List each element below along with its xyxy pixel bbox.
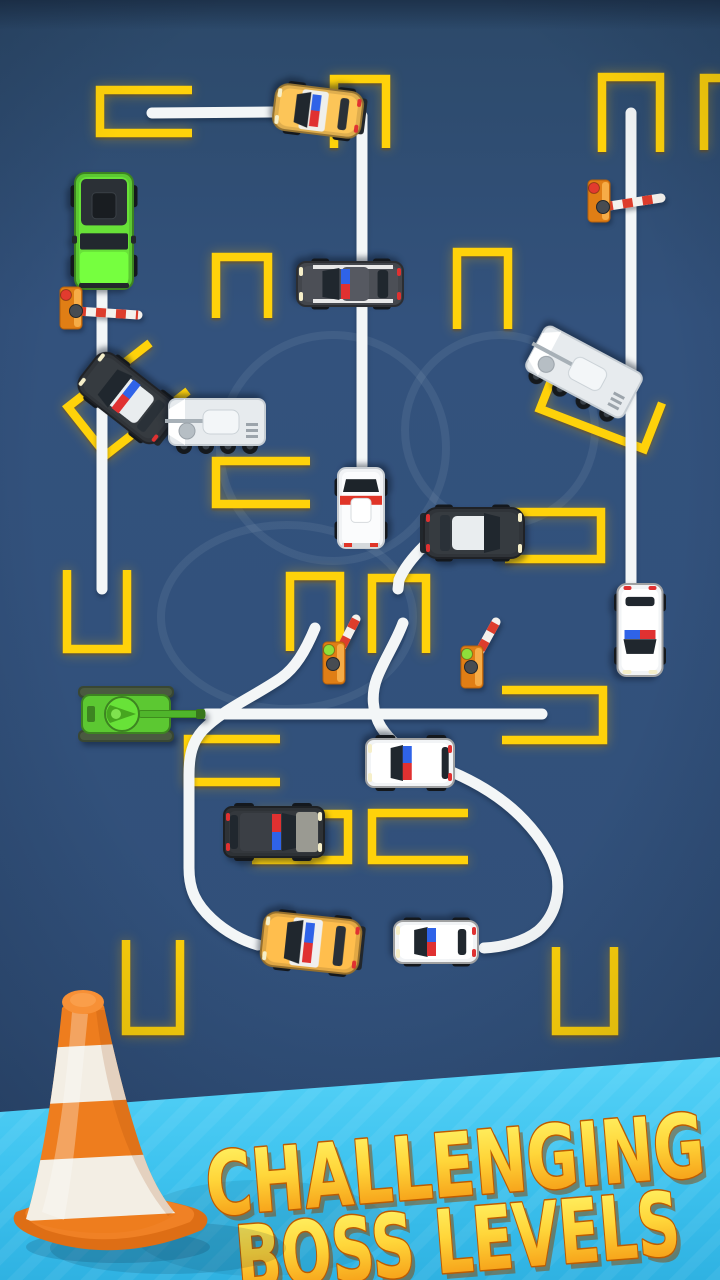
vignette [0, 0, 720, 1120]
cone-tip-highlight [70, 993, 96, 1007]
cone-soft-shadow [130, 1180, 390, 1276]
